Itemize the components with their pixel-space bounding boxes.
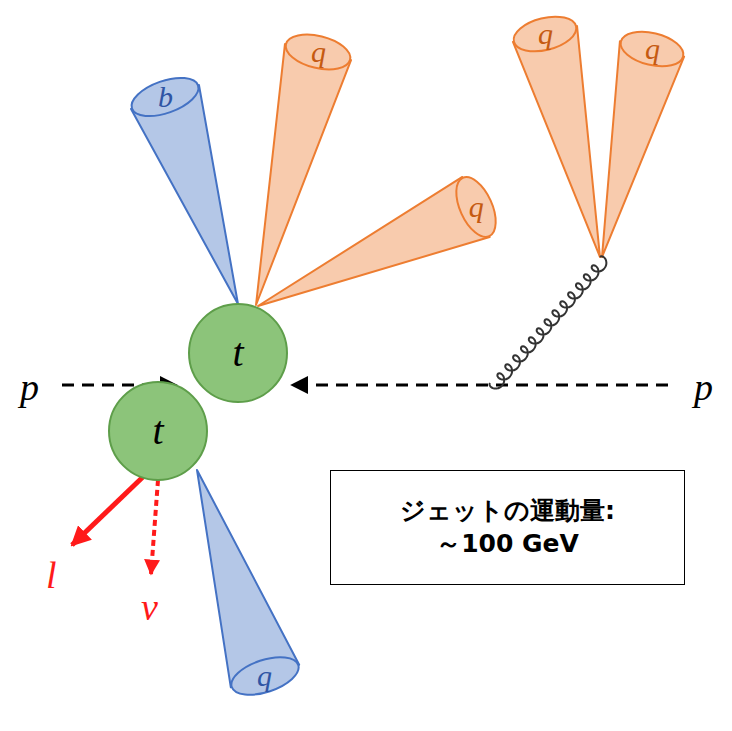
jet-flavour: q xyxy=(311,37,326,67)
note-box: ジェットの運動量: ～100 GeV xyxy=(330,470,685,585)
jet-ellipse xyxy=(227,650,304,702)
lepton-arrow xyxy=(72,474,146,545)
jet-cone xyxy=(197,470,299,687)
top-quark-circle: t xyxy=(108,381,208,481)
jet-cones xyxy=(131,26,684,687)
lepton-label: ν xyxy=(141,588,158,626)
jet-ellipse xyxy=(127,70,204,123)
jet-flavour: q xyxy=(469,192,484,222)
jet-cone xyxy=(602,41,684,257)
jet-ellipse xyxy=(448,171,504,243)
proton-label: p xyxy=(20,368,39,406)
beam-arrow xyxy=(292,384,668,387)
jet-flavour: q xyxy=(645,34,660,64)
jet-cone xyxy=(513,26,600,257)
lepton-label: l xyxy=(46,556,57,594)
note-text: ジェットの運動量: ～100 GeV xyxy=(385,495,630,560)
jet-flavour: q xyxy=(538,19,553,49)
proton-label: p xyxy=(694,368,713,406)
jet-ellipse xyxy=(510,11,580,57)
particle-symbol: t xyxy=(152,411,163,451)
jet-cone xyxy=(131,85,238,304)
neutrino-arrow xyxy=(151,480,158,574)
top-quark-circle: t xyxy=(188,303,288,403)
jet-flavour: b xyxy=(158,82,173,112)
jet-flavour: q xyxy=(258,661,273,691)
jet-ellipse xyxy=(617,26,687,72)
jet-cone xyxy=(258,177,490,306)
particle-symbol: t xyxy=(232,333,243,373)
jet-ellipse xyxy=(282,29,354,76)
gluon-line xyxy=(490,256,607,388)
